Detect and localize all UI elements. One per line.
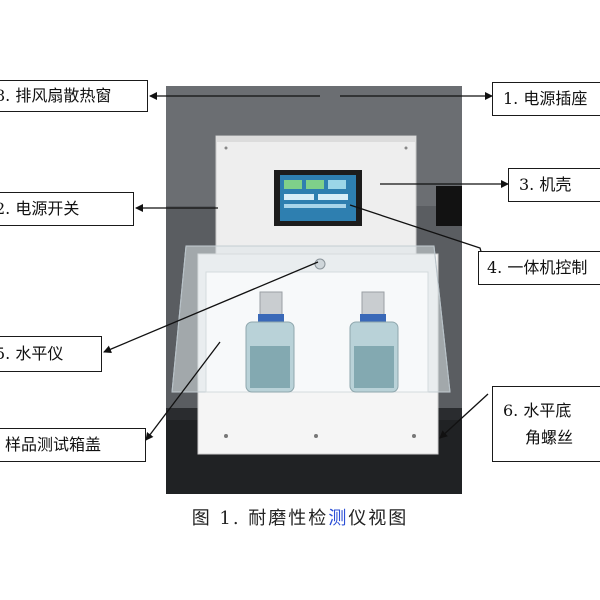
label-1-power-socket: 1. 电源插座 [492,82,600,116]
label-2-power-switch: 2. 电源开关 [0,192,134,226]
label-8-exhaust-fan-vent: 8. 排风扇散热窗 [0,80,148,112]
label-4-controller: 4. 一体机控制 [478,251,600,285]
figure-caption: 图 1. 耐磨性检测仪视图 [191,508,409,529]
sample-bottle-right [349,291,399,393]
label-7-sample-box-cover: 样品测试箱盖 [0,428,146,462]
label-5-spirit-level: 5. 水平仪 [0,336,102,372]
label-6-leveling-screw: 6. 水平底 角螺丝 [492,386,600,462]
instrument-photo [166,86,462,494]
control-screen [274,170,362,226]
sample-box-cover [171,245,451,393]
label-3-housing: 3. 机壳 [508,168,600,202]
spirit-level [314,258,326,270]
